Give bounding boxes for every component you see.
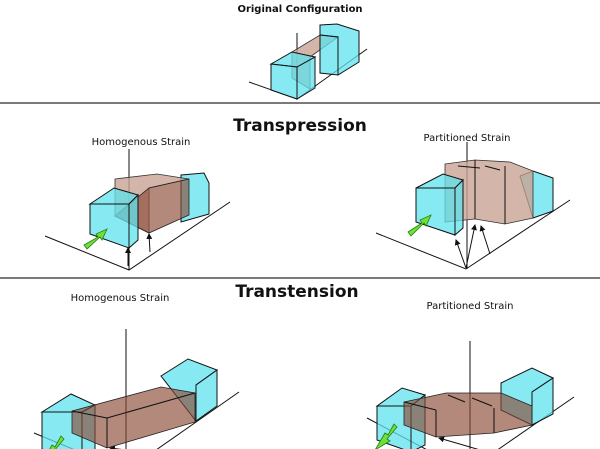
original-configuration-diagram — [248, 23, 368, 100]
transtension-homogenous-diagram — [33, 329, 240, 449]
transpression-title: Transpression — [233, 116, 367, 136]
original-configuration-title: Original Configuration — [237, 4, 362, 15]
transtension-homogenous-label: Homogenous Strain — [71, 293, 170, 304]
extension-arrow-icon — [375, 423, 398, 449]
transtension-partitioned-diagram — [366, 341, 575, 449]
front-block — [415, 187, 456, 236]
transpression-homogenous-diagram — [44, 149, 231, 271]
compression-arrow-icon — [407, 214, 432, 237]
front-block — [89, 203, 130, 249]
extension-arrow-icon — [49, 435, 65, 449]
transpression-partitioned-diagram — [375, 142, 571, 270]
transtension-partitioned-label: Partitioned Strain — [427, 301, 514, 312]
transpression-partitioned-label: Partitioned Strain — [424, 133, 511, 144]
front-block — [270, 63, 298, 100]
transpression-homogenous-label: Homogenous Strain — [92, 137, 191, 148]
transtension-title: Transtension — [235, 282, 358, 302]
compression-arrow-icon — [83, 228, 108, 250]
